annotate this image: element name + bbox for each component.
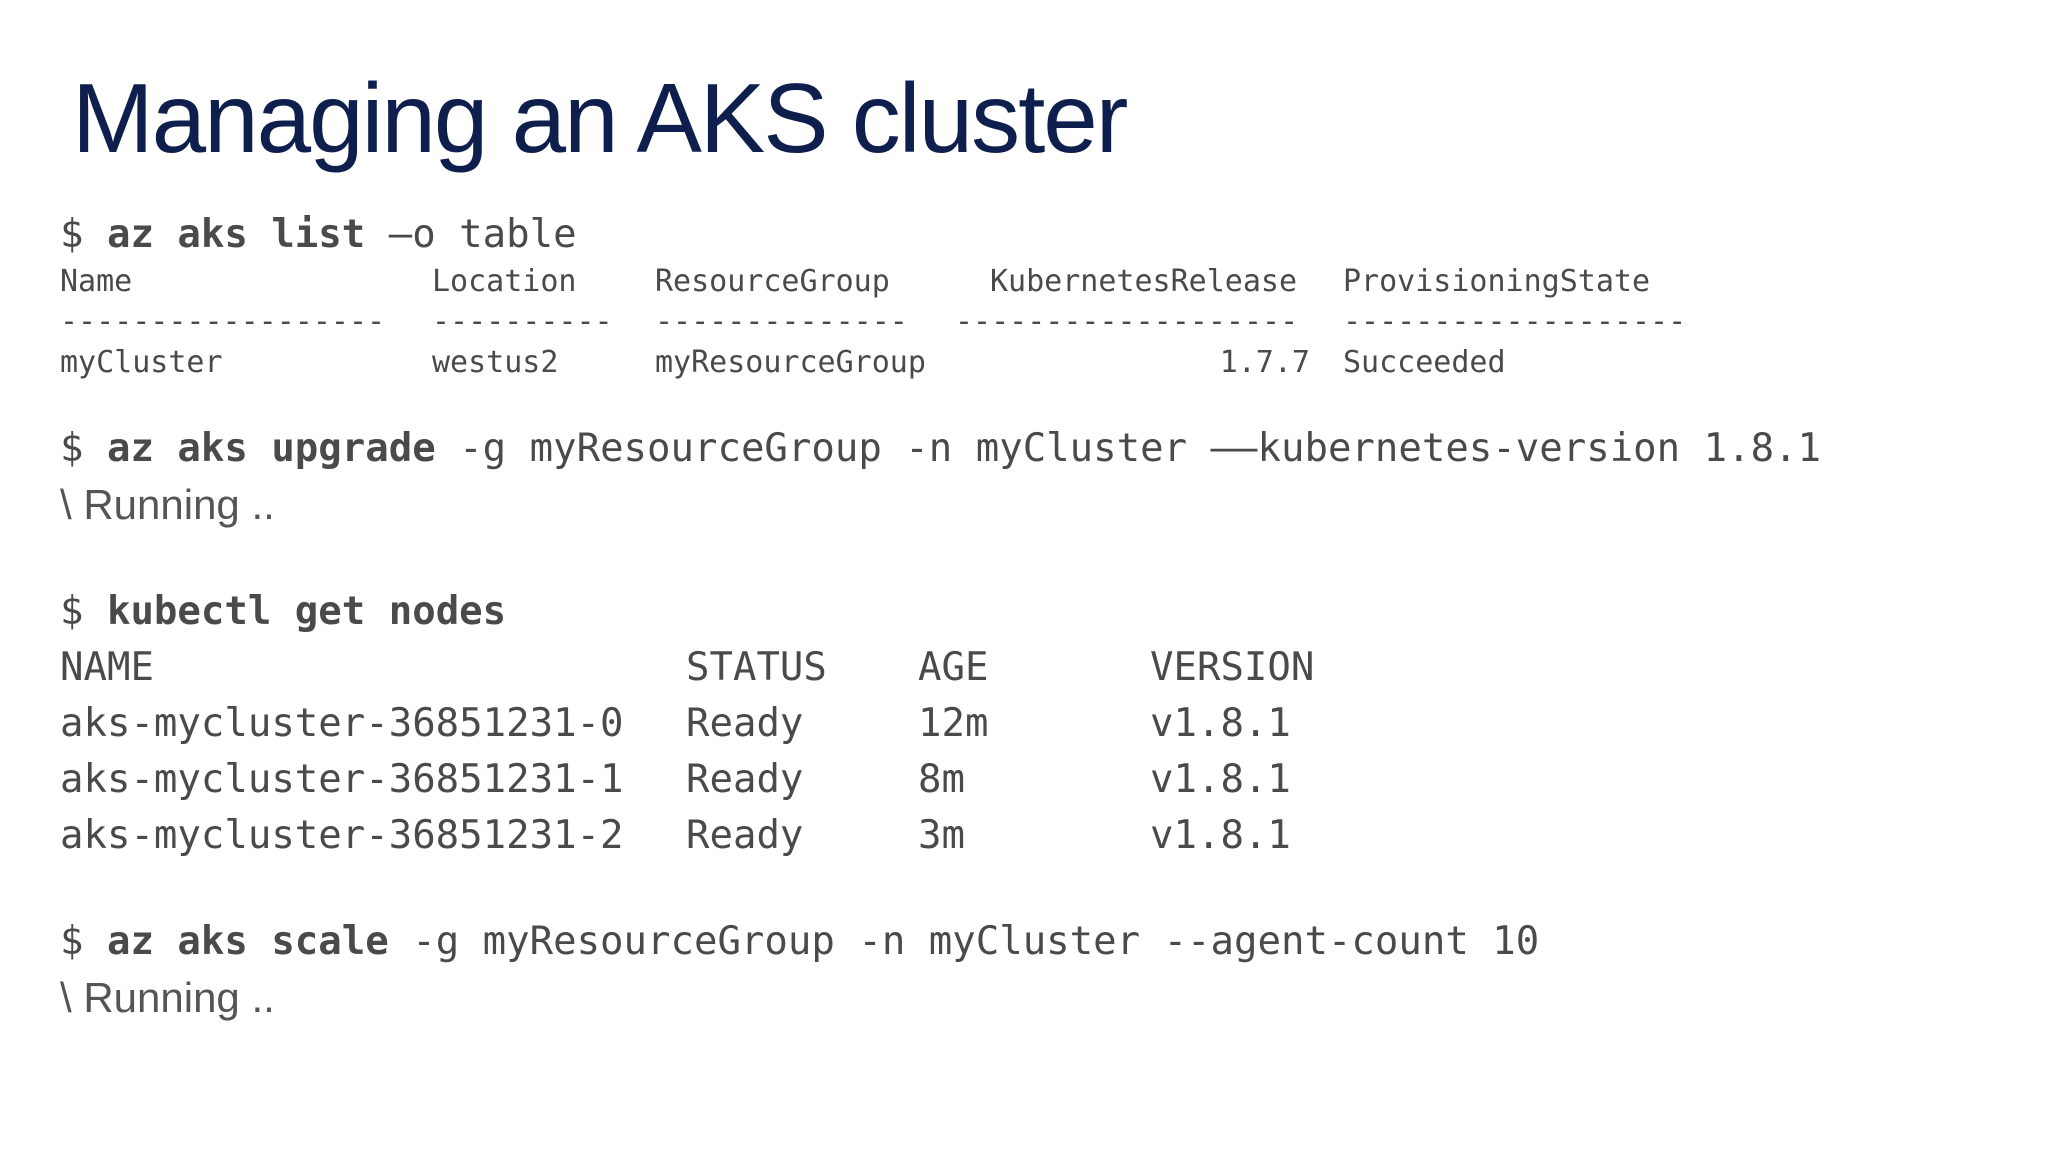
cell-age: 3m [918,813,965,858]
col-status: STATUS [686,645,827,690]
cell-status: Ready [686,701,804,746]
table-row: aks-mycluster-36851231-2 Ready 3m v1.8.1 [60,811,1460,861]
separator-resourcegroup: -------------- [655,304,908,339]
aks-table-header: Name Location ResourceGroup KubernetesRe… [60,262,1760,302]
command-keyword: az aks scale [106,919,389,964]
cell-location: westus2 [432,345,559,380]
table-row: aks-mycluster-36851231-1 Ready 8m v1.8.1 [60,755,1460,805]
separator-kubernetesrelease: ------------------- [955,304,1299,339]
col-kubernetesrelease: KubernetesRelease [990,264,1298,299]
command-keyword: kubectl get nodes [106,589,507,634]
command-args: –o table [365,212,577,257]
cell-version: v1.8.1 [1150,813,1291,858]
col-provisioningstate: ProvisioningState [1343,264,1651,299]
col-age: AGE [918,645,989,690]
cell-status: Ready [686,813,804,858]
cell-version: v1.8.1 [1150,757,1291,802]
command-keyword: az aks upgrade [106,426,436,471]
cell-provisioningstate: Succeeded [1343,345,1506,380]
command-az-aks-list: $ az aks list –o table [60,210,577,260]
cell-kubernetesrelease: 1.7.7 [1219,345,1310,380]
separator-location: ---------- [432,304,613,339]
prompt: $ [60,212,107,257]
command-args: -g myResourceGroup -n myCluster ––kubern… [435,426,1822,471]
col-node-name: NAME [60,645,154,690]
cell-version: v1.8.1 [1150,701,1291,746]
cell-node-name: aks-mycluster-36851231-0 [60,701,624,746]
separator-provisioningstate: ------------------- [1343,304,1687,339]
cell-age: 12m [918,701,989,746]
command-kubectl-get-nodes: $ kubectl get nodes [60,587,506,637]
table-row: aks-mycluster-36851231-0 Ready 12m v1.8.… [60,699,1460,749]
nodes-table-header: NAME STATUS AGE VERSION [60,643,1460,693]
col-version: VERSION [1150,645,1315,690]
table-row: myCluster westus2 myResourceGroup 1.7.7 … [60,343,1760,383]
running-status: \ Running .. [60,974,275,1021]
command-args: -g myResourceGroup -n myCluster --agent-… [388,919,1540,964]
prompt: $ [60,589,107,634]
cell-name: myCluster [60,345,223,380]
cell-age: 8m [918,757,965,802]
separator-name: ------------------ [60,304,386,339]
prompt: $ [60,919,107,964]
prompt: $ [60,426,107,471]
cell-resourcegroup: myResourceGroup [655,345,926,380]
command-az-aks-upgrade: $ az aks upgrade -g myResourceGroup -n m… [60,424,1821,474]
command-keyword: az aks list [106,212,366,257]
aks-table-separator: ------------------ ---------- ----------… [60,302,1760,342]
col-location: Location [432,264,577,299]
col-name: Name [60,264,133,299]
cell-node-name: aks-mycluster-36851231-2 [60,813,624,858]
col-resourcegroup: ResourceGroup [655,264,890,299]
cell-status: Ready [686,757,804,802]
command-az-aks-scale: $ az aks scale -g myResourceGroup -n myC… [60,917,1539,967]
cell-node-name: aks-mycluster-36851231-1 [60,757,624,802]
running-status: \ Running .. [60,481,275,528]
slide-title: Managing an AKS cluster [72,63,1128,173]
